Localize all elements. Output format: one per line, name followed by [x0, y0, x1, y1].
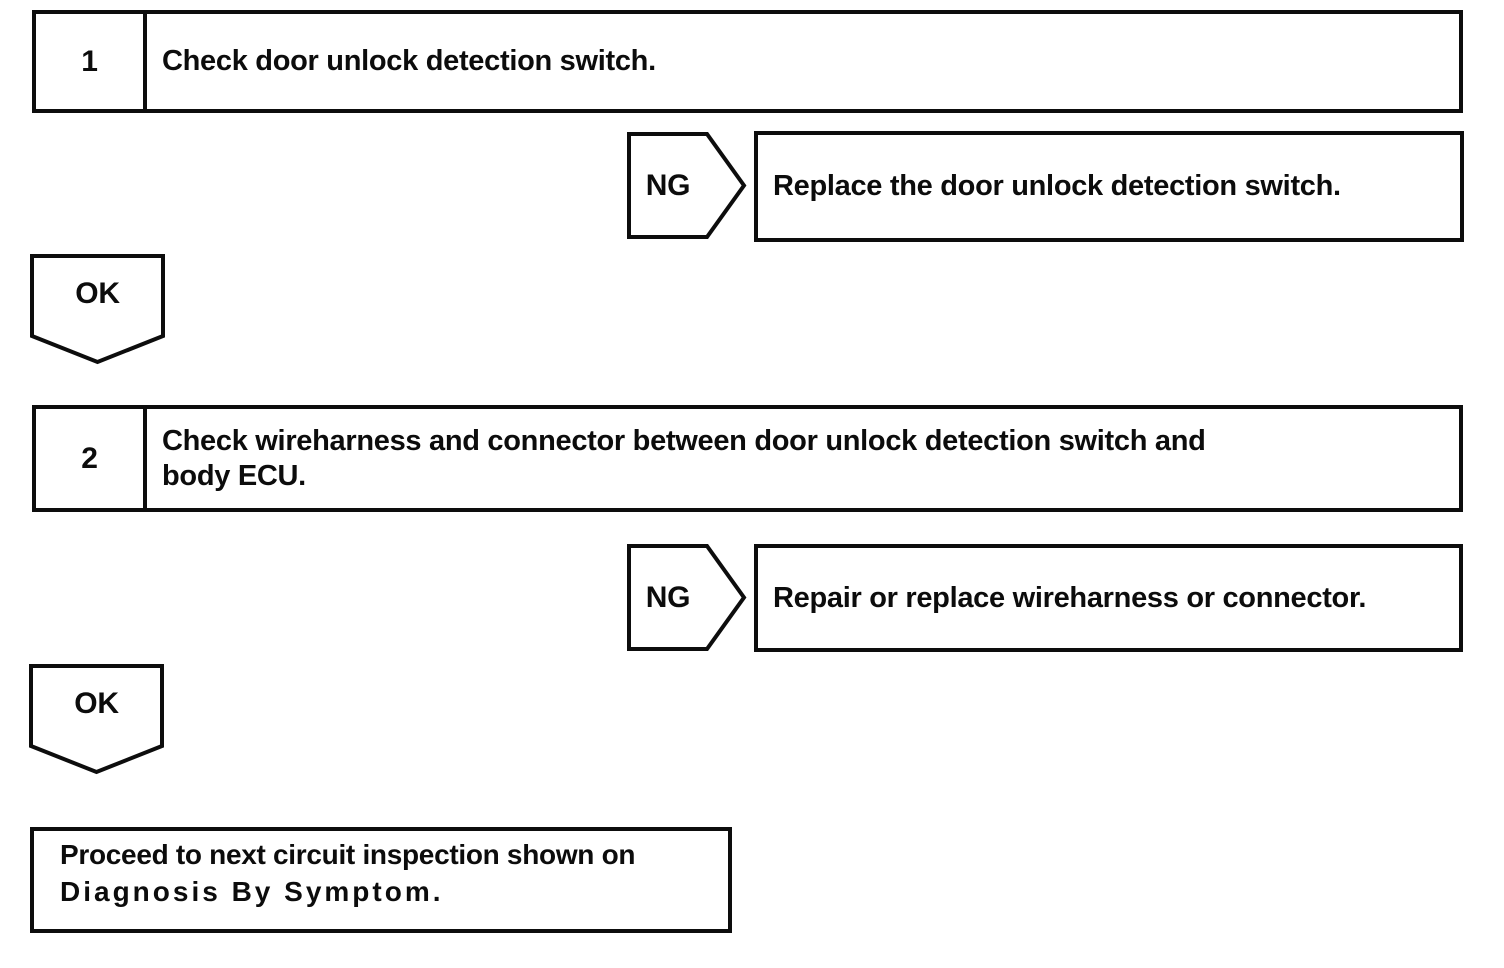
- step-2-number: 2: [36, 409, 147, 508]
- ok-connector-1: OK: [30, 254, 165, 366]
- step-1-instruction: Check door unlock detection switch.: [147, 44, 656, 79]
- step-2-box: 2 Check wireharness and connector betwee…: [32, 405, 1463, 512]
- final-action-line-1: Proceed to next circuit inspection shown…: [60, 839, 636, 870]
- step-2-instruction: Check wireharness and connector between …: [147, 424, 1206, 494]
- ng-result-1-text: Replace the door unlock detection switch…: [773, 170, 1341, 202]
- final-action-line-2: Diagnosis By Symptom.: [60, 876, 444, 907]
- ok-arrow-icon: [30, 254, 165, 365]
- ok-connector-2: OK: [29, 664, 164, 776]
- step-2-instruction-line-1: Check wireharness and connector between …: [162, 424, 1206, 457]
- ng-result-2-text: Repair or replace wireharness or connect…: [773, 581, 1367, 614]
- ok-label-1: OK: [75, 277, 120, 310]
- ng-arrow-icon: [627, 132, 747, 239]
- ng-arrow-shape: [627, 544, 747, 651]
- final-action-box: Proceed to next circuit inspection shown…: [30, 827, 732, 933]
- step-1-instruction-line-1: Check door unlock detection switch.: [162, 45, 656, 77]
- ok-arrow-shape: [29, 664, 164, 775]
- ng-result-1-box: Replace the door unlock detection switch…: [754, 131, 1464, 242]
- ng-label-1: NG: [645, 168, 691, 202]
- step-2-instruction-line-2: body ECU.: [162, 459, 306, 492]
- ng-result-2-box: Repair or replace wireharness or connect…: [754, 544, 1463, 652]
- ok-arrow-shape: [30, 254, 165, 365]
- ng-arrow-icon: [627, 544, 747, 651]
- step-1-number: 1: [36, 14, 147, 109]
- ok-arrow-icon: [29, 664, 164, 775]
- ok-label-2: OK: [74, 687, 119, 720]
- ng-arrow-shape: [627, 132, 747, 239]
- ng-connector-1: NG: [627, 132, 747, 239]
- ng-label-2: NG: [645, 580, 691, 614]
- step-1-box: 1 Check door unlock detection switch.: [32, 10, 1463, 113]
- ng-connector-2: NG: [627, 544, 747, 651]
